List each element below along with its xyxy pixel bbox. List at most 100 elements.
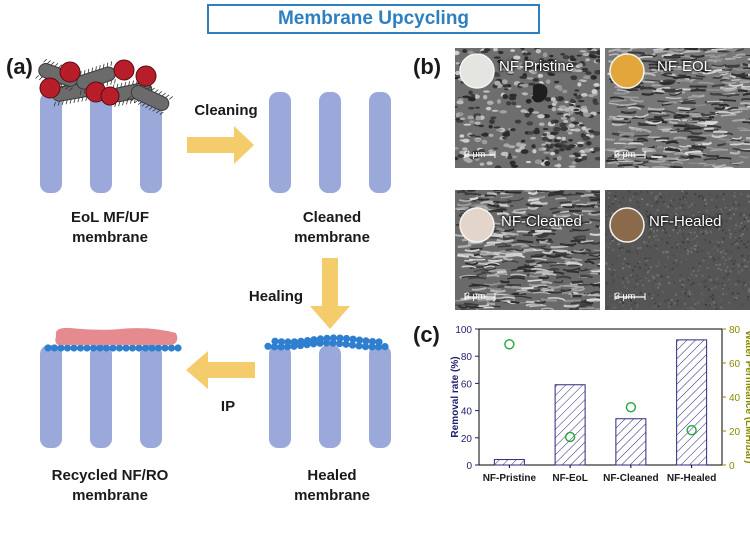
membrane-disc-photo [459,207,495,243]
x-tick-label: NF-EoL [552,473,588,484]
right-axis-label: Water Permeance (LMH/bar) [743,331,750,464]
healing-arrow [310,258,350,329]
healing-particle [375,338,383,346]
x-tick-label: NF-Pristine [483,473,537,484]
healing-particle [57,344,65,352]
page-title: Membrane Upcycling [207,4,540,34]
healing-particle [135,344,143,352]
scale-bar-label: 3 μm [465,291,486,301]
membrane-disc-photo [609,53,645,89]
healing-particle [161,344,169,352]
membrane-pore-wall [140,345,162,448]
membrane-pore-wall [40,92,62,193]
permeance-point [625,402,637,413]
healing-particle [264,342,272,350]
scale-bar-label: 3 μm [615,149,636,159]
sem-label: NF-Cleaned [501,213,582,230]
cleaning-arrow [187,126,254,164]
healing-particle [89,344,98,352]
healing-particle [355,342,363,350]
healing-particle [349,335,357,343]
healed-membrane [269,345,391,448]
sem-image-nf-cleaned: NF-Cleaned 3 μm [455,190,600,310]
membrane-disc-photo [459,53,495,89]
right-tick-label: 80 [729,325,741,336]
cleaned-membrane [269,92,391,193]
membrane-pore-wall [269,92,291,193]
healing-particle [154,344,163,352]
healing-particle [316,335,325,343]
removal-rate-bar [615,418,647,466]
right-tick-label: 40 [729,393,741,404]
ip-arrow [186,351,255,389]
left-tick-label: 60 [461,379,473,390]
left-axis-label: Removal rate (%) [450,356,461,437]
healing-particle [342,334,351,343]
right-tick-label: 0 [729,461,735,472]
permeance-point [564,431,576,443]
healing-particle [122,344,130,352]
sem-image-nf-eol: NF-EOL 3 μm [605,48,750,168]
healing-particle [362,337,370,345]
scale-bar-label: 3 μm [465,149,486,159]
healing-particle [271,337,279,345]
left-tick-label: 100 [455,325,472,336]
sem-label: NF-EOL [657,58,713,75]
healing-particle [368,337,377,346]
x-tick-label: NF-Healed [667,473,716,484]
healing-particle [297,337,305,345]
membrane-pore-wall [90,345,112,448]
healing-particle [148,344,156,352]
healing-particle [83,344,91,352]
healing-particle [348,341,357,349]
recycled-membrane [40,345,162,448]
membrane-pore-wall [319,345,341,448]
healing-particle [323,334,331,342]
healing-layer [44,334,389,352]
foulant-cluster [35,58,174,116]
membrane-pore-wall [269,345,291,448]
healing-particle [290,338,299,346]
healing-particle [96,344,104,352]
left-tick-label: 40 [461,407,473,418]
right-tick-label: 60 [729,359,741,370]
removal-rate-bar [554,384,586,466]
eol-membrane [40,92,162,193]
healing-particle [270,343,279,351]
healing-particle [284,338,292,346]
removal-rate-bar [676,339,708,466]
healing-particle [76,344,85,352]
healing-particle [381,342,389,351]
panel-b-label: (b) [413,54,442,79]
healing-particle [50,344,59,352]
removal-rate-bar [493,459,525,466]
selective-layer [55,327,178,345]
membrane-pore-wall [140,92,162,193]
membrane-pore-wall [369,92,391,193]
scale-bar-label: 3 μm [615,291,636,301]
sem-label: NF-Pristine [499,58,575,75]
panel-c-label: (c) [413,322,440,347]
healing-particle [63,344,72,352]
step-ip: IP [220,398,236,415]
healing-particle [167,344,176,352]
healing-particle [109,344,117,352]
healing-particle [115,344,124,352]
left-tick-label: 80 [461,352,473,363]
permeance-point [504,339,515,350]
sem-label: NF-Healed [649,213,722,230]
right-tick-label: 20 [729,427,741,438]
healing-particle [355,336,364,344]
permeance-point [686,424,697,436]
healing-particle [128,344,137,352]
membrane-pore-wall [90,92,112,193]
healing-particle [303,336,312,345]
healing-particle [329,334,338,342]
x-tick-label: NF-Cleaned [603,473,659,484]
healing-particle [361,342,370,351]
healing-particle [277,343,285,351]
